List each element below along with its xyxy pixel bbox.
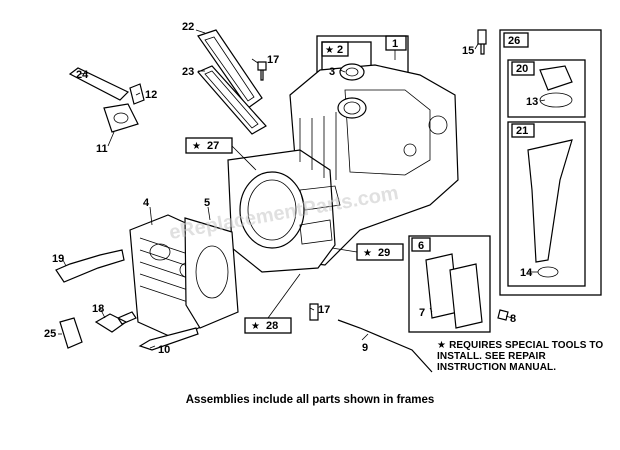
callout-6: 6 bbox=[418, 240, 424, 252]
spark-plug bbox=[94, 311, 137, 333]
label-box-21 bbox=[511, 123, 535, 138]
note-star-icon: ★ bbox=[437, 340, 447, 351]
callout-8: 8 bbox=[510, 313, 516, 325]
callout-24: 24 bbox=[76, 69, 89, 81]
frame-21 bbox=[507, 121, 586, 287]
callout-21: 21 bbox=[516, 125, 528, 137]
bolt-15 bbox=[477, 29, 487, 55]
callout-5: 5 bbox=[204, 197, 210, 209]
callout-17-top: 17 bbox=[267, 54, 279, 66]
callout-7: 7 bbox=[419, 307, 425, 319]
frame-20 bbox=[507, 59, 586, 118]
spark-plug-wrench bbox=[55, 249, 125, 283]
head-bolt bbox=[138, 327, 199, 351]
callout-9: 9 bbox=[362, 342, 368, 354]
frame-26 bbox=[499, 29, 602, 296]
bolt-17-bottom bbox=[309, 303, 319, 321]
callout-2: 2 bbox=[337, 44, 343, 56]
head-gasket bbox=[184, 217, 239, 329]
cylinder-block bbox=[227, 64, 459, 273]
label-box-2 bbox=[321, 41, 349, 57]
callout-28: 28 bbox=[266, 320, 278, 332]
callouts: 1 ★ 2 3 4 5 6 7 8 9 10 11 12 13 14 15 17… bbox=[44, 21, 538, 356]
assemblies-caption: Assemblies include all parts shown in fr… bbox=[185, 394, 435, 406]
note-text: REQUIRES SPECIAL TOOLS TO INSTALL. SEE R… bbox=[437, 340, 604, 373]
callout-23: 23 bbox=[182, 66, 194, 78]
label-box-26 bbox=[503, 32, 529, 48]
callout-15: 15 bbox=[462, 45, 474, 57]
callout-17-bottom: 17 bbox=[318, 304, 330, 316]
label-box-1 bbox=[385, 35, 407, 51]
rod-9 bbox=[337, 319, 433, 373]
label-box-6 bbox=[411, 237, 431, 252]
label-box-20 bbox=[511, 61, 535, 76]
callout-29-star: ★ bbox=[363, 248, 372, 259]
callout-20: 20 bbox=[516, 63, 528, 75]
frame-6 bbox=[408, 235, 491, 333]
oil-seal bbox=[339, 63, 365, 81]
callout-25: 25 bbox=[44, 328, 56, 340]
callout-29: 29 bbox=[378, 247, 390, 259]
callout-12: 12 bbox=[145, 89, 157, 101]
bolt-17-top bbox=[257, 61, 267, 81]
spark-plug-boot bbox=[59, 317, 83, 349]
label-box-27 bbox=[185, 137, 233, 154]
callout-22: 22 bbox=[182, 21, 194, 33]
callout-26: 26 bbox=[508, 35, 520, 47]
callout-28-star: ★ bbox=[251, 321, 260, 332]
screw-8 bbox=[497, 309, 509, 321]
special-tools-note: ★REQUIRES SPECIAL TOOLS TO INSTALL. SEE … bbox=[437, 340, 612, 373]
leader-lines bbox=[58, 29, 546, 349]
callout-19: 19 bbox=[52, 253, 64, 265]
callout-14: 14 bbox=[520, 267, 533, 279]
callout-1: 1 bbox=[392, 38, 398, 50]
callout-13: 13 bbox=[526, 96, 538, 108]
callout-4: 4 bbox=[143, 197, 150, 209]
callout-18: 18 bbox=[92, 303, 104, 315]
callout-27: 27 bbox=[207, 140, 219, 152]
breather-tube bbox=[68, 67, 145, 133]
callout-3: 3 bbox=[329, 66, 335, 78]
callout-10: 10 bbox=[158, 344, 170, 356]
callout-27-star: ★ bbox=[192, 141, 201, 152]
callout-2-star: ★ bbox=[325, 45, 334, 56]
breather-cover bbox=[425, 253, 509, 329]
dipstick-tube bbox=[477, 29, 573, 278]
gaskets-22-23 bbox=[197, 29, 267, 135]
callout-11: 11 bbox=[96, 143, 108, 155]
